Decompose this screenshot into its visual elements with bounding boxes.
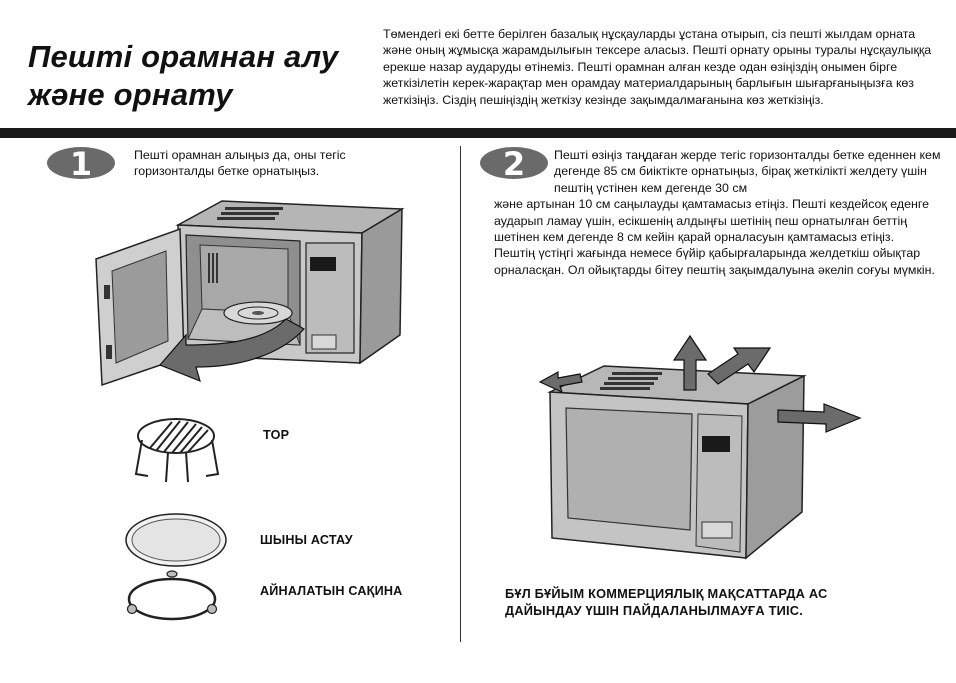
step-1-badge: 1 <box>47 145 115 183</box>
rack-label: ТОР <box>263 428 290 442</box>
step-2-badge: 2 <box>480 145 548 183</box>
step-2-vent-note: Пештің үстіңгі жағында немесе бүйір қабы… <box>494 246 935 277</box>
clearance-microwave-illustration <box>538 334 862 560</box>
step-1-text: Пешті орамнан алыңыз да, оны тегіс гориз… <box>134 148 346 179</box>
open-microwave-illustration <box>95 200 405 387</box>
commercial-use-warning: БҰЛ БҰЙЫМ КОММЕРЦИЯЛЫҚ МАҚСАТТАРДА АС ДА… <box>505 585 925 619</box>
roller-ring-illustration <box>126 570 218 621</box>
intro-paragraph: Төмендегі екі бетте берілген базалық нұс… <box>383 27 932 107</box>
page-title: Пешті орамнан алу және орнату <box>28 38 338 114</box>
page-title-line-1: Пешті орамнан алу <box>28 39 339 74</box>
step-2-number: 2 <box>503 145 525 183</box>
warning-line-1: БҰЛ БҰЙЫМ КОММЕРЦИЯЛЫҚ МАҚСАТТАРДА АС <box>505 586 828 601</box>
header-divider <box>0 128 956 138</box>
page-title-line-2: және орнату <box>28 77 233 112</box>
step-1-number: 1 <box>70 145 92 183</box>
roller-ring-label: АЙНАЛАТЫН САҚИНА <box>260 584 403 598</box>
glass-tray-label: ШЫНЫ АСТАУ <box>260 533 353 547</box>
warning-line-2: ДАЙЫНДАУ ҮШІН ПАЙДАЛАНЫЛМАУҒА ТИІС. <box>505 603 803 618</box>
step-2-text: Пешті өзіңіз таңдаған жерде тегіс горизо… <box>494 147 942 278</box>
rack-illustration <box>134 418 220 483</box>
step-2-text-rest: және артынан 10 см саңылауды қамтамасыз … <box>494 197 930 245</box>
step-2-text-lead: Пешті өзіңіз таңдаған жерде тегіс горизо… <box>554 148 941 195</box>
column-divider <box>460 146 461 642</box>
glass-tray-illustration <box>125 513 227 567</box>
